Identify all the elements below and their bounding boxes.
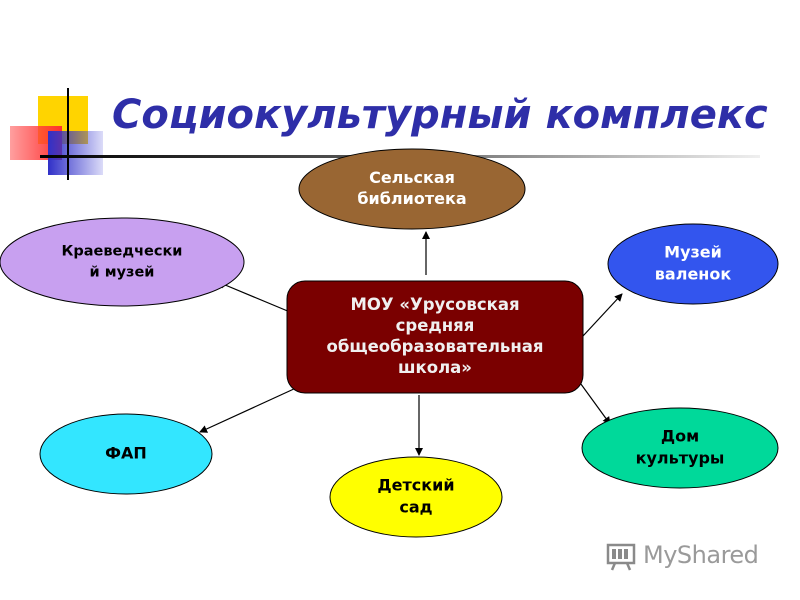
edge-to-fap [199, 387, 297, 433]
node-felt-boots-museum: Музей валенок [607, 223, 779, 305]
node-center-school-label-line: средняя [396, 316, 475, 335]
node-kindergarten-label-line: сад [399, 498, 432, 517]
node-center-school-label-line: общеобразовательная [327, 337, 544, 356]
node-felt-boots-museum-label-line: Музей [664, 243, 722, 262]
mysh-logo-icon [606, 543, 636, 571]
node-local-history-museum-label-line: Краеведчески [62, 244, 183, 260]
edge-to-felt-boots-museum [582, 293, 623, 337]
node-culture-house-label-line: культуры [636, 449, 725, 468]
deco-vertical-line [67, 88, 69, 180]
node-center-school-label-line: школа» [398, 358, 472, 377]
node-kindergarten-shape [329, 456, 503, 538]
node-kindergarten-label-line: Детский [377, 476, 454, 495]
node-library-label-line: библиотека [357, 189, 466, 208]
node-felt-boots-museum-shape [607, 223, 779, 305]
deco-blue-square [48, 131, 103, 175]
node-local-history-museum-label-line: й музей [90, 265, 155, 281]
node-library-shape [298, 148, 526, 230]
node-felt-boots-museum-label-line: валенок [655, 265, 732, 284]
node-center-school-label-line: МОУ «Урусовская [350, 295, 519, 314]
node-culture-house: Дом культуры [581, 407, 779, 489]
node-local-history-museum-shape [0, 217, 245, 307]
node-center-school: МОУ «Урусовская средняя общеобразовательна… [286, 280, 584, 394]
node-fap-shape [39, 413, 213, 495]
node-library-label-line: Сельская [369, 168, 455, 187]
node-culture-house-label-line: Дом [661, 427, 699, 446]
edge-to-local-history-museum [217, 281, 291, 313]
node-fap: ФАП [39, 413, 213, 495]
edge-to-culture-house [577, 379, 611, 425]
node-culture-house-shape [581, 407, 779, 489]
watermark: MyShared [605, 538, 759, 572]
node-library: Сельская библиотека [298, 148, 526, 230]
watermark-text: MyShared [643, 541, 759, 569]
node-fap-label-line: ФАП [105, 444, 147, 463]
slide-title: Социокультурный комплекс [112, 92, 768, 138]
node-local-history-museum: Краеведчески й музей [0, 217, 245, 307]
node-kindergarten: Детский сад [329, 456, 503, 538]
node-center-school-shape [286, 280, 584, 394]
